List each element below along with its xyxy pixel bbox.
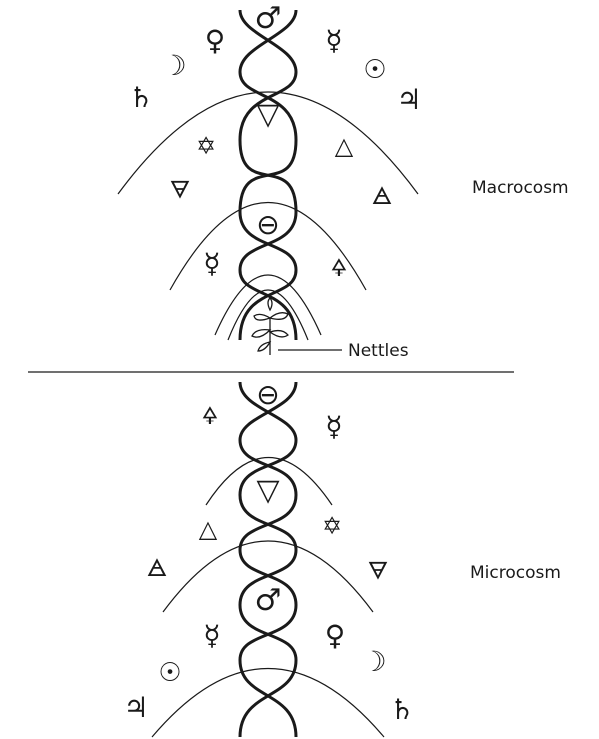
macrocosm-outer-arc [117, 91, 419, 195]
saturn-icon: ♄ [128, 81, 153, 114]
air-triangle-icon: △ [335, 132, 354, 160]
nettle-plant-icon [251, 297, 289, 355]
salt-icon: ⊖ [256, 208, 279, 241]
moon-icon: ☽ [161, 49, 186, 82]
macrocosm-inner-arc-1 [214, 274, 322, 336]
microcosm-inner-arc [205, 456, 333, 506]
jupiter-icon: ♃ [396, 83, 421, 116]
air-triangle-icon: △ [199, 515, 218, 543]
air-element-icon: 🜁 [147, 554, 168, 582]
hexagram-icon: ✡ [196, 132, 216, 160]
saturn-icon: ♄ [389, 693, 414, 726]
sulfur-icon: 🜍 [331, 254, 348, 282]
sun-icon: ☉ [158, 658, 181, 688]
mercury-icon: ☿ [325, 24, 342, 57]
microcosm-middle-arc [162, 540, 374, 613]
macrocosm-inner-arc-2 [227, 289, 309, 341]
mercury-low-icon: ☿ [203, 619, 220, 652]
microcosm-section: ⊖ 🜍 ☿ ▽ △ ✡ 🜁 🜃 ♂ ☿ ♀ ☉ ☽ ♃ ♄ Microcosm [123, 378, 561, 738]
mercury-low-icon: ☿ [203, 247, 220, 280]
microcosm-label: Microcosm [470, 563, 561, 583]
macrocosm-label: Macrocosm [472, 178, 569, 198]
venus-icon: ♀ [325, 619, 346, 652]
water-triangle-icon: ▽ [256, 97, 279, 132]
sun-icon: ☉ [363, 55, 386, 85]
mars-icon: ♂ [255, 583, 282, 618]
microcosm-outer-arc [151, 667, 385, 738]
microcosm-helix-right-strand [238, 381, 298, 738]
mercury-icon: ☿ [325, 410, 342, 443]
nettles-label: Nettles [348, 341, 409, 361]
air-element-icon: 🜁 [372, 182, 393, 210]
salt-icon: ⊖ [256, 378, 279, 411]
macrocosm-helix-right-strand [238, 9, 298, 341]
earth-element-icon: 🜃 [170, 176, 191, 204]
hexagram-icon: ✡ [322, 512, 342, 540]
microcosm-helix-left-strand [238, 381, 298, 738]
moon-icon: ☽ [361, 645, 386, 678]
water-triangle-icon: ▽ [256, 473, 279, 508]
venus-icon: ♀ [205, 24, 226, 57]
mars-icon: ♂ [255, 1, 282, 36]
macrocosm-section: ♂ ♀ ☿ ☽ ☉ ♄ ♃ ▽ ✡ △ 🜃 🜁 ⊖ ☿ 🜍 Nettles Ma… [117, 1, 569, 361]
earth-element-icon: 🜃 [368, 557, 389, 585]
jupiter-icon: ♃ [123, 691, 148, 724]
macrocosm-middle-arc [169, 202, 367, 291]
sulfur-icon: 🜍 [202, 402, 219, 430]
